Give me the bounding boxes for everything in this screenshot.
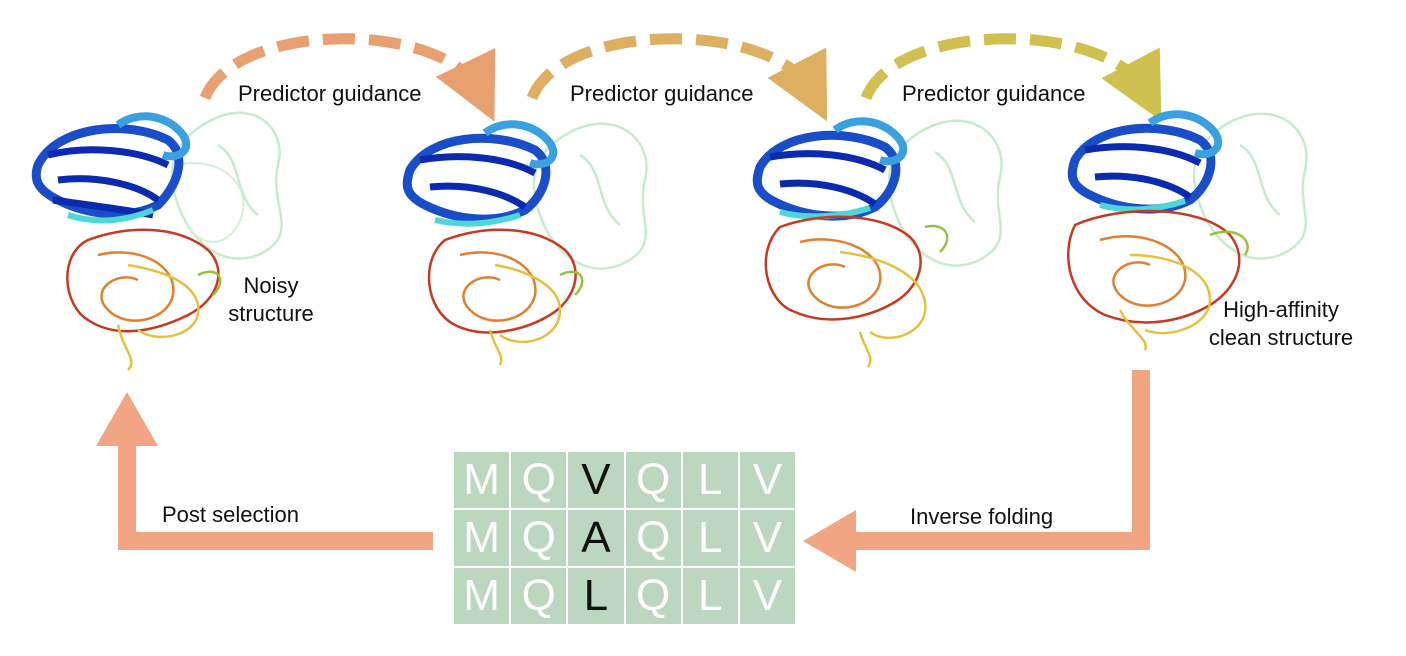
guidance-label-2: Predictor guidance: [570, 81, 754, 106]
sequence-cell-mutated: V: [568, 452, 624, 508]
sequence-cell: M: [454, 452, 510, 508]
sequence-cell: Q: [511, 568, 567, 624]
clean-label-line2: clean structure: [1208, 325, 1354, 350]
inverse-folding-arrow: [850, 370, 1150, 550]
sequence-cell-mutated: A: [568, 510, 624, 566]
post-selection-arrowhead: [96, 392, 158, 446]
noisy-label-line1: Noisy: [243, 273, 299, 298]
guidance-label-3: Predictor guidance: [902, 81, 1086, 106]
sequence-cell: Q: [625, 510, 681, 566]
clean-label-line1: High-affinity: [1223, 297, 1339, 322]
sequence-cell: L: [682, 568, 738, 624]
noisy-structure-label: Noisy structure: [216, 272, 326, 328]
protein-structure-icon: [752, 117, 1003, 368]
sequence-cell: V: [739, 452, 795, 508]
sequence-cell: Q: [511, 452, 567, 508]
post-selection-arrow: [118, 440, 433, 550]
post-selection-label: Post selection: [162, 502, 299, 527]
sequence-cell-mutated: L: [568, 568, 624, 624]
sequence-cell: M: [454, 568, 510, 624]
guidance-arrow-3: [860, 33, 1162, 122]
sequence-cell: V: [739, 510, 795, 566]
protein-structure-icon: [402, 120, 648, 366]
sequence-cell: M: [454, 510, 510, 566]
protein-structure-icon: [1067, 110, 1308, 351]
sequence-cell: Q: [625, 452, 681, 508]
guidance-label-1: Predictor guidance: [238, 81, 422, 106]
sequence-cell: L: [682, 510, 738, 566]
clean-structure-label: High-affinity clean structure: [1196, 296, 1366, 352]
guidance-arrow-1: [199, 33, 496, 122]
inverse-folding-label: Inverse folding: [910, 504, 1054, 529]
sequence-cell: Q: [625, 568, 681, 624]
inverse-folding-arrowhead: [803, 510, 856, 572]
sequence-grid: M Q V Q L V M Q A Q L V M Q L Q L V: [454, 452, 795, 624]
protein-structure-icon: [31, 111, 283, 371]
noisy-label-line2: structure: [228, 301, 314, 326]
sequence-cell: Q: [511, 510, 567, 566]
sequence-cell: V: [739, 568, 795, 624]
guidance-arrow-2: [526, 33, 828, 122]
sequence-cell: L: [682, 452, 738, 508]
